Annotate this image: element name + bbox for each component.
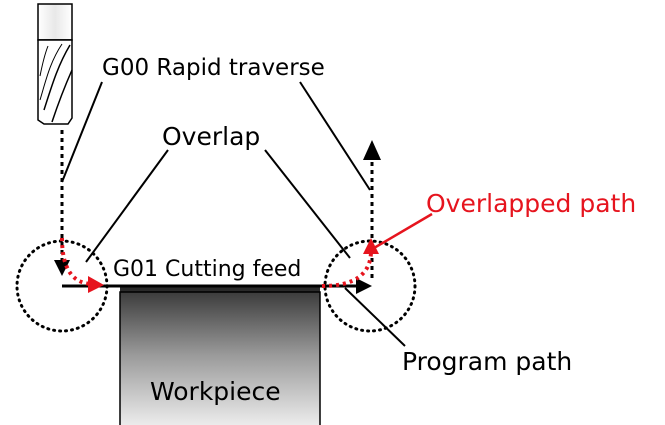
- overlapped-arrowhead-left: [88, 276, 104, 293]
- leader-rapid-right: [299, 81, 371, 191]
- leader-program-path: [344, 287, 406, 347]
- label-overlapped-path: Overlapped path: [426, 189, 636, 218]
- workpiece-body: [119, 291, 321, 425]
- overlapped-path-left: [60, 237, 93, 286]
- label-overlap: Overlap: [162, 122, 260, 151]
- end-mill-icon: [37, 3, 73, 125]
- leader-overlap-left: [85, 149, 169, 263]
- overlapped-path-right: [321, 251, 373, 288]
- program-path-arrowhead: [356, 278, 372, 294]
- workpiece: [119, 287, 321, 425]
- label-program-path: Program path: [402, 347, 572, 376]
- overlapped-arrowhead-right: [363, 238, 379, 254]
- rapid-traverse-arrowhead: [54, 260, 70, 276]
- leader-overlap-right: [264, 149, 351, 259]
- leader-rapid-left: [61, 81, 103, 183]
- label-workpiece: Workpiece: [150, 377, 281, 406]
- label-cutting-feed: G01 Cutting feed: [113, 257, 301, 282]
- label-rapid-traverse: G00 Rapid traverse: [102, 55, 325, 81]
- leader-overlapped-path: [373, 212, 433, 250]
- retract-arrowhead: [363, 140, 381, 160]
- workpiece-top-edge: [120, 287, 320, 293]
